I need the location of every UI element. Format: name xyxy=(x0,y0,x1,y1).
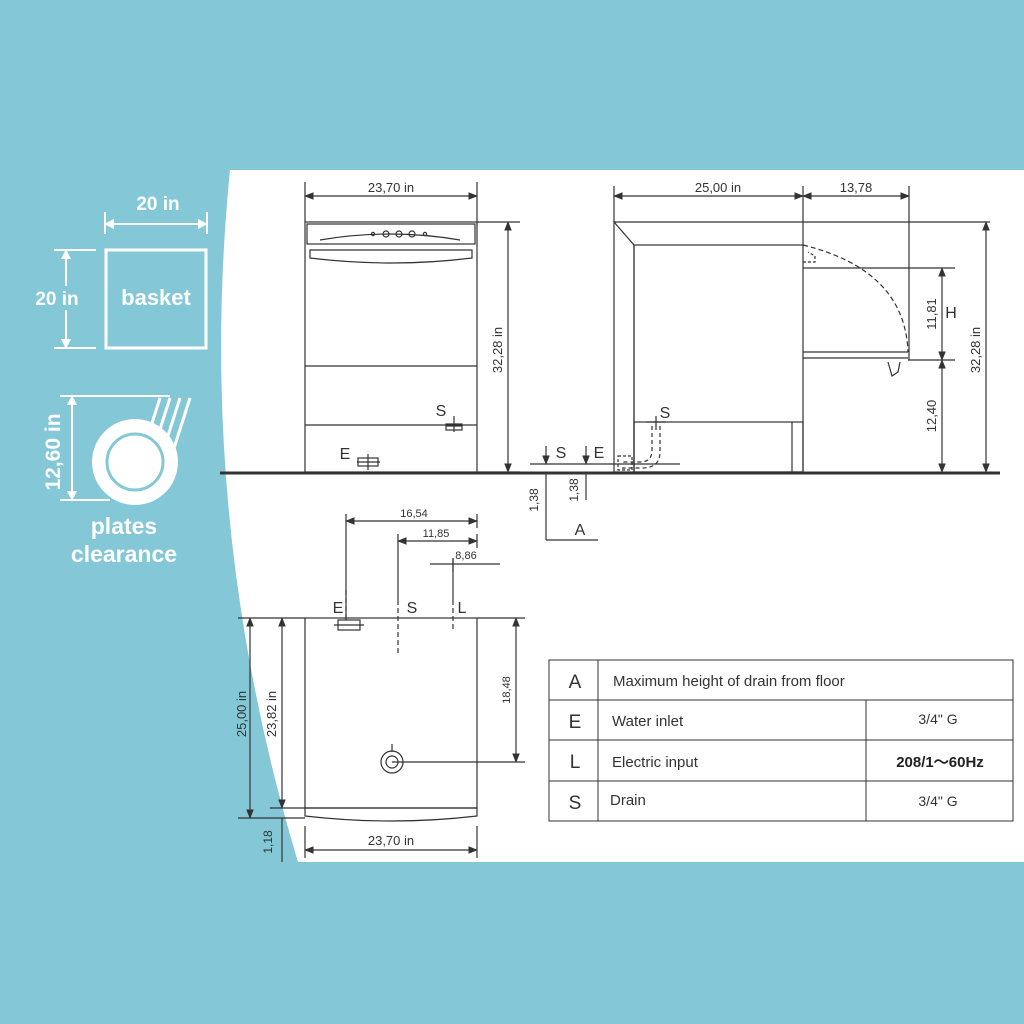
top-mark-s: S xyxy=(407,600,418,617)
plate-height-label: 12,60 in xyxy=(42,413,65,490)
front-height-dim: 32,28 in xyxy=(490,327,505,373)
legend-row-a: A Maximum height of drain from floor xyxy=(569,672,845,693)
top-dim-s: 11,85 xyxy=(423,528,450,540)
drain-floor-height-2: 1,38 xyxy=(567,478,581,502)
top-mark-l: L xyxy=(458,600,467,617)
legend-row-e: E Water inlet 3/4" G xyxy=(569,711,958,733)
drawing-sheet xyxy=(221,170,1024,862)
svg-text:A: A xyxy=(569,672,582,693)
svg-text:Maximum height of drain from f: Maximum height of drain from floor xyxy=(613,673,845,690)
basket-height-label: 20 in xyxy=(35,289,78,310)
clearance-label: clearance xyxy=(71,541,177,567)
svg-text:Water inlet: Water inlet xyxy=(612,713,684,730)
svg-text:L: L xyxy=(570,752,581,773)
top-width-dim: 23,70 in xyxy=(368,833,414,848)
top-depth-total: 25,00 in xyxy=(234,691,249,737)
top-dim-l: 8,86 xyxy=(455,550,476,562)
svg-text:E: E xyxy=(569,712,582,733)
top-dim-e: 16,54 xyxy=(400,508,428,520)
front-view xyxy=(304,182,520,473)
front-body xyxy=(304,221,478,473)
top-view xyxy=(238,514,525,862)
top-depth-body: 23,82 in xyxy=(264,691,279,737)
top-side-dim: 18,48 xyxy=(501,676,513,704)
opening-height-label: H xyxy=(945,305,957,322)
top-mark-e: E xyxy=(333,600,344,617)
side-drain-mark: S xyxy=(660,405,671,422)
svg-text:Electric input: Electric input xyxy=(612,754,699,771)
top-depth-front: 1,18 xyxy=(261,830,275,854)
svg-text:3/4" G: 3/4" G xyxy=(918,711,957,727)
opening-floor-height-dim: 12,40 xyxy=(924,400,939,433)
basket-width-label: 20 in xyxy=(136,194,179,215)
side-total-height-dim: 32,28 in xyxy=(968,327,983,373)
door-open-depth-dim: 13,78 xyxy=(840,180,873,195)
legend-row-l: L Electric input 208/1～60Hz xyxy=(570,752,984,773)
svg-text:Drain: Drain xyxy=(610,792,646,809)
left-panel: 20 in 20 in basket 12,60 in plates clear… xyxy=(35,194,208,567)
side-left-inlet-mark: E xyxy=(594,445,605,462)
drain-floor-height-1: 1,38 xyxy=(527,488,541,512)
control-panel xyxy=(306,223,476,245)
front-inlet-mark: E xyxy=(340,446,351,463)
side-view xyxy=(530,186,990,541)
legend-row-s: S Drain 3/4" G xyxy=(569,792,958,814)
basket-label: basket xyxy=(121,285,191,310)
front-width-dim: 23,70 in xyxy=(368,180,414,195)
plates-label: plates xyxy=(91,513,157,539)
front-drain-mark: S xyxy=(436,403,447,420)
svg-text:208/1～60Hz: 208/1～60Hz xyxy=(896,754,984,771)
side-left-drain-mark: S xyxy=(556,445,567,462)
svg-text:S: S xyxy=(569,793,582,814)
door-handle xyxy=(309,249,473,264)
opening-height-dim: 11,81 xyxy=(924,298,939,330)
legend-table xyxy=(548,659,1014,822)
side-depth-dim: 25,00 in xyxy=(695,180,741,195)
control-knob xyxy=(382,230,390,238)
basket-box xyxy=(104,248,208,350)
drain-ref-mark: A xyxy=(575,522,586,539)
svg-text:3/4" G: 3/4" G xyxy=(918,793,957,809)
